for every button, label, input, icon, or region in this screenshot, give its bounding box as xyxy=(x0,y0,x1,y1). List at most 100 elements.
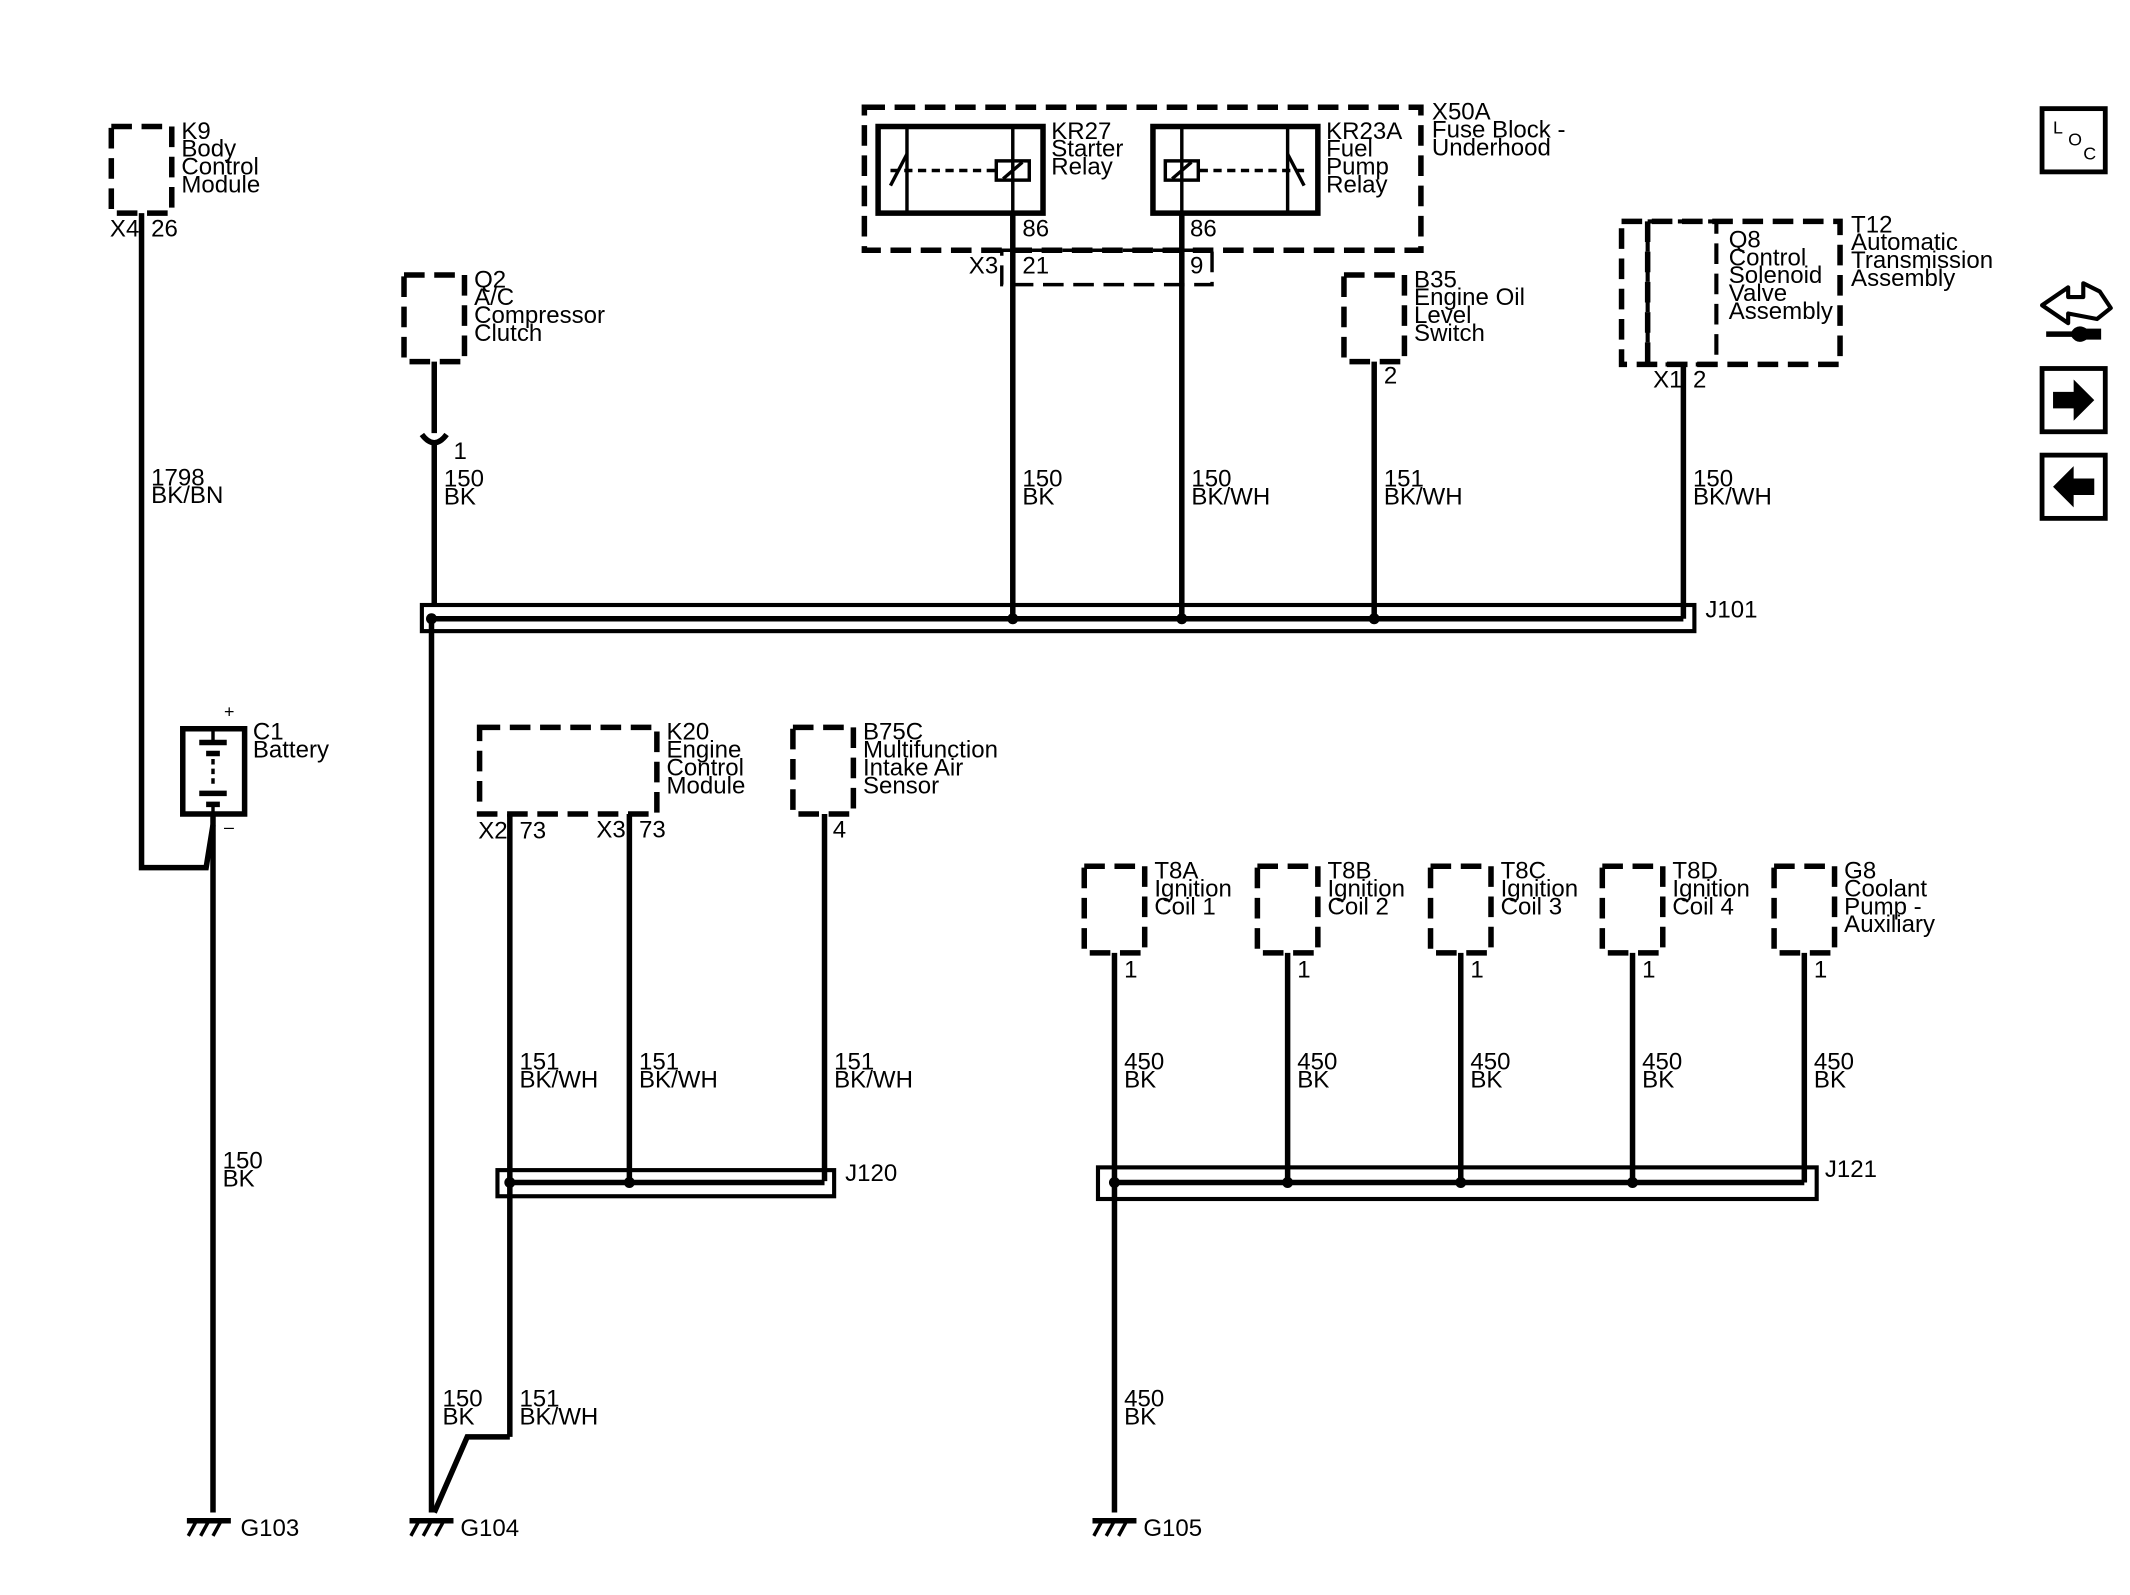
q8-name-line1: Control xyxy=(1729,244,1807,271)
k20-connector-x3: X3 xyxy=(596,816,625,843)
c1-name-line1: Battery xyxy=(253,737,329,764)
t8c-id: T8C xyxy=(1501,858,1546,885)
k9-name-line3: Module xyxy=(181,171,260,198)
connector-view-button[interactable] xyxy=(2039,281,2113,342)
t8c-ignition-coil-3: T8C Ignition Coil 3 1 xyxy=(1427,858,1578,984)
k20-pin-x2: 73 xyxy=(519,818,546,845)
battery-minus: – xyxy=(224,817,234,837)
wire-g104b-circuit: 151 xyxy=(519,1386,559,1413)
splice-j101: J101 xyxy=(419,596,1758,634)
battery-plus: + xyxy=(224,702,234,722)
loc-letter-o: O xyxy=(2068,130,2082,150)
t8a-name-line1: Ignition xyxy=(1154,875,1232,902)
wire-k20b-circuit: 151 xyxy=(639,1049,679,1076)
t12-name-line3: Assembly xyxy=(1851,265,1955,292)
g8-coolant-pump-auxiliary: G8 Coolant Pump - Auxiliary 1 xyxy=(1771,858,1935,984)
wire-g104a-color: BK xyxy=(442,1403,474,1430)
wire-t8b-color: BK xyxy=(1297,1067,1329,1094)
wire-g8-circuit: 450 xyxy=(1814,1049,1854,1076)
wire-t8d-color: BK xyxy=(1642,1067,1674,1094)
location-icon: L O C xyxy=(2053,117,2096,163)
t8a-pin: 1 xyxy=(1124,957,1137,984)
kr23a-name-line1: Fuel xyxy=(1326,136,1373,163)
b35-engine-oil-level-switch: B35 Engine Oil Level Switch 2 xyxy=(1341,266,1525,390)
splice-j120-label: J120 xyxy=(845,1160,897,1187)
wire-bat-color: BK xyxy=(223,1166,255,1193)
wire-kr27-color: BK xyxy=(1022,484,1054,511)
wire-b35-circuit: 151 xyxy=(1384,466,1424,493)
q2-name-line1: A/C xyxy=(474,284,514,311)
t8b-pin: 1 xyxy=(1297,957,1310,984)
previous-page-button[interactable] xyxy=(2039,452,2108,521)
next-page-button[interactable] xyxy=(2039,366,2108,435)
t8b-name-line1: Ignition xyxy=(1327,875,1405,902)
t12-id: T12 xyxy=(1851,211,1892,238)
connector-view-icon xyxy=(2039,281,2113,342)
t12-connector: X1 xyxy=(1653,367,1682,394)
previous-page-icon xyxy=(2053,466,2095,508)
k9-connector: X4 xyxy=(110,215,139,242)
wire-k20-x2-151: 151 BK/WH xyxy=(507,814,598,1437)
wire-k20-x3-151: 151 BK/WH xyxy=(626,814,718,1182)
c1-battery: + – C1 Battery xyxy=(180,702,329,837)
wire-g105-color: BK xyxy=(1124,1403,1156,1430)
t8b-id: T8B xyxy=(1327,858,1371,885)
b35-name-line2: Level xyxy=(1414,302,1471,329)
wire-g105-450-label: 450 BK xyxy=(1124,1386,1164,1431)
wire-q2-circuit: 150 xyxy=(444,466,484,493)
wire-k20a-color: BK/WH xyxy=(519,1067,598,1094)
loc-letter-c: C xyxy=(2083,143,2096,163)
wire-q2-150: 150 BK xyxy=(431,444,484,605)
t8d-ignition-coil-4: T8D Ignition Coil 4 1 xyxy=(1599,858,1750,984)
splice-j101-label: J101 xyxy=(1705,596,1757,623)
wire-kr27-circuit: 150 xyxy=(1022,466,1062,493)
ground-g104: G104 xyxy=(409,1515,519,1542)
q2-name-line2: Compressor xyxy=(474,302,605,329)
kr23a-pin: 86 xyxy=(1190,215,1217,242)
x50a-id: X50A xyxy=(1432,99,1491,126)
wire-t8d-circuit: 450 xyxy=(1642,1049,1682,1076)
g8-pin: 1 xyxy=(1814,957,1827,984)
wire-t8b-circuit: 450 xyxy=(1297,1049,1337,1076)
wire-t12-circuit: 150 xyxy=(1693,466,1733,493)
k20-name-line1: Engine xyxy=(666,737,741,764)
b75c-multifunction-intake-air-sensor: B75C Multifunction Intake Air Sensor 4 xyxy=(790,719,998,843)
t8c-pin: 1 xyxy=(1470,957,1483,984)
wire-1798-color: BK/BN xyxy=(151,482,223,509)
q2-ac-compressor-clutch: Q2 A/C Compressor Clutch 1 xyxy=(401,266,605,465)
wire-t8c-450: 450 BK xyxy=(1458,952,1511,1183)
wire-t8a-circuit: 450 xyxy=(1124,1049,1164,1076)
b35-name-line3: Switch xyxy=(1414,320,1485,347)
wire-t8a-450: 450 BK xyxy=(1111,952,1164,1513)
wire-t12-color: BK/WH xyxy=(1693,484,1772,511)
t8a-id: T8A xyxy=(1154,858,1198,885)
b75c-name-line2: Intake Air xyxy=(863,754,963,781)
wire-b75c-color: BK/WH xyxy=(834,1067,913,1094)
t12-automatic-transmission-assembly: T12 Automatic Transmission Assembly Q8 C… xyxy=(1618,211,1993,394)
wire-t8c-color: BK xyxy=(1470,1067,1502,1094)
q2-id: Q2 xyxy=(474,266,506,293)
x50a-name-line2: Underhood xyxy=(1432,134,1551,161)
wire-kr27-150: 150 BK xyxy=(1010,213,1063,619)
t8d-id: T8D xyxy=(1672,858,1717,885)
q2-name-line3: Clutch xyxy=(474,320,542,347)
k20-engine-control-module: K20 Engine Control Module X2 73 X3 73 xyxy=(476,719,745,845)
wire-t8d-450: 450 BK xyxy=(1629,952,1682,1183)
loc-letter-l: L xyxy=(2053,117,2063,137)
ground-g103-label: G103 xyxy=(240,1515,299,1542)
wire-g105-circuit: 450 xyxy=(1124,1386,1164,1413)
ground-g105-label: G105 xyxy=(1143,1515,1202,1542)
k9-id: K9 xyxy=(181,118,210,145)
k9-body-control-module: K9 Body Control Module X4 26 xyxy=(108,118,260,243)
x50a-connector: X3 xyxy=(969,253,998,280)
location-button[interactable]: L O C xyxy=(2039,106,2108,175)
k20-name-line3: Module xyxy=(666,772,745,799)
kr23a-fuel-pump-relay: KR23A Fuel Pump Relay 86 xyxy=(1150,118,1402,243)
wire-g104a-circuit: 150 xyxy=(442,1386,482,1413)
k20-name-line2: Control xyxy=(666,754,744,781)
q2-pin: 1 xyxy=(453,438,466,465)
splice-j120: J120 xyxy=(495,1160,897,1199)
wire-j101-g104-150: 150 BK xyxy=(428,618,483,1513)
q8-name-line4: Assembly xyxy=(1729,298,1833,325)
